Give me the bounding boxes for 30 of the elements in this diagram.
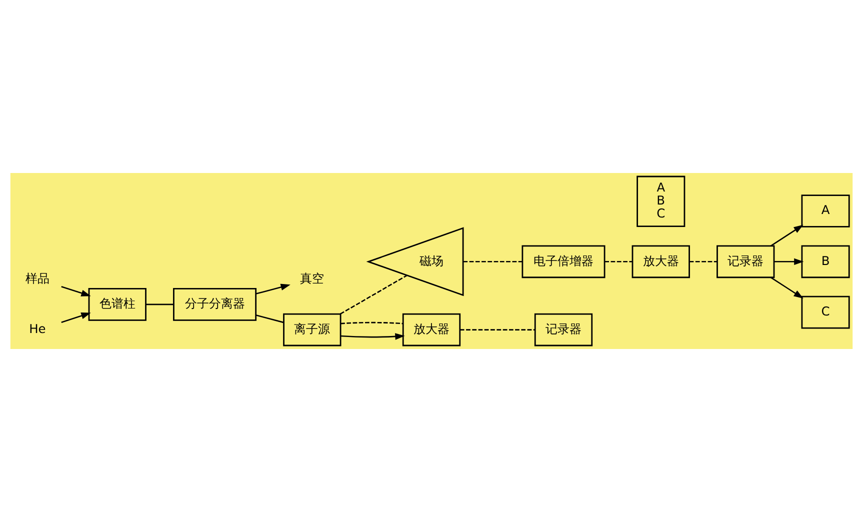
node-box: 分子分离器 bbox=[173, 288, 257, 320]
arrow bbox=[61, 312, 91, 322]
node-box: 记录器 bbox=[716, 244, 775, 278]
node-box: 放大器 bbox=[402, 312, 461, 346]
connector bbox=[146, 303, 174, 305]
arrow bbox=[61, 285, 91, 296]
node-box: 电子倍增器 bbox=[522, 244, 606, 278]
node-box: A B C bbox=[636, 175, 686, 226]
node-box: B bbox=[801, 244, 850, 278]
node-box: 放大器 bbox=[632, 244, 690, 278]
arrow bbox=[774, 258, 804, 265]
connector bbox=[604, 260, 632, 262]
connector bbox=[463, 260, 522, 262]
arrow bbox=[770, 276, 804, 298]
arrow bbox=[256, 283, 290, 294]
connector bbox=[256, 314, 284, 323]
node-text: He bbox=[29, 322, 46, 336]
arrow bbox=[340, 332, 405, 340]
node-text: 样品 bbox=[25, 270, 50, 285]
node-box: 记录器 bbox=[534, 312, 593, 346]
node-box: C bbox=[801, 295, 850, 328]
node-box: A bbox=[801, 194, 850, 227]
arrow bbox=[770, 224, 804, 246]
node-box: 离子源 bbox=[283, 312, 342, 346]
node-text: 真空 bbox=[300, 270, 324, 285]
connector bbox=[340, 274, 408, 314]
node-box: 色谱柱 bbox=[88, 288, 146, 320]
connector bbox=[689, 260, 717, 262]
connector bbox=[340, 321, 403, 324]
connector bbox=[460, 328, 536, 330]
